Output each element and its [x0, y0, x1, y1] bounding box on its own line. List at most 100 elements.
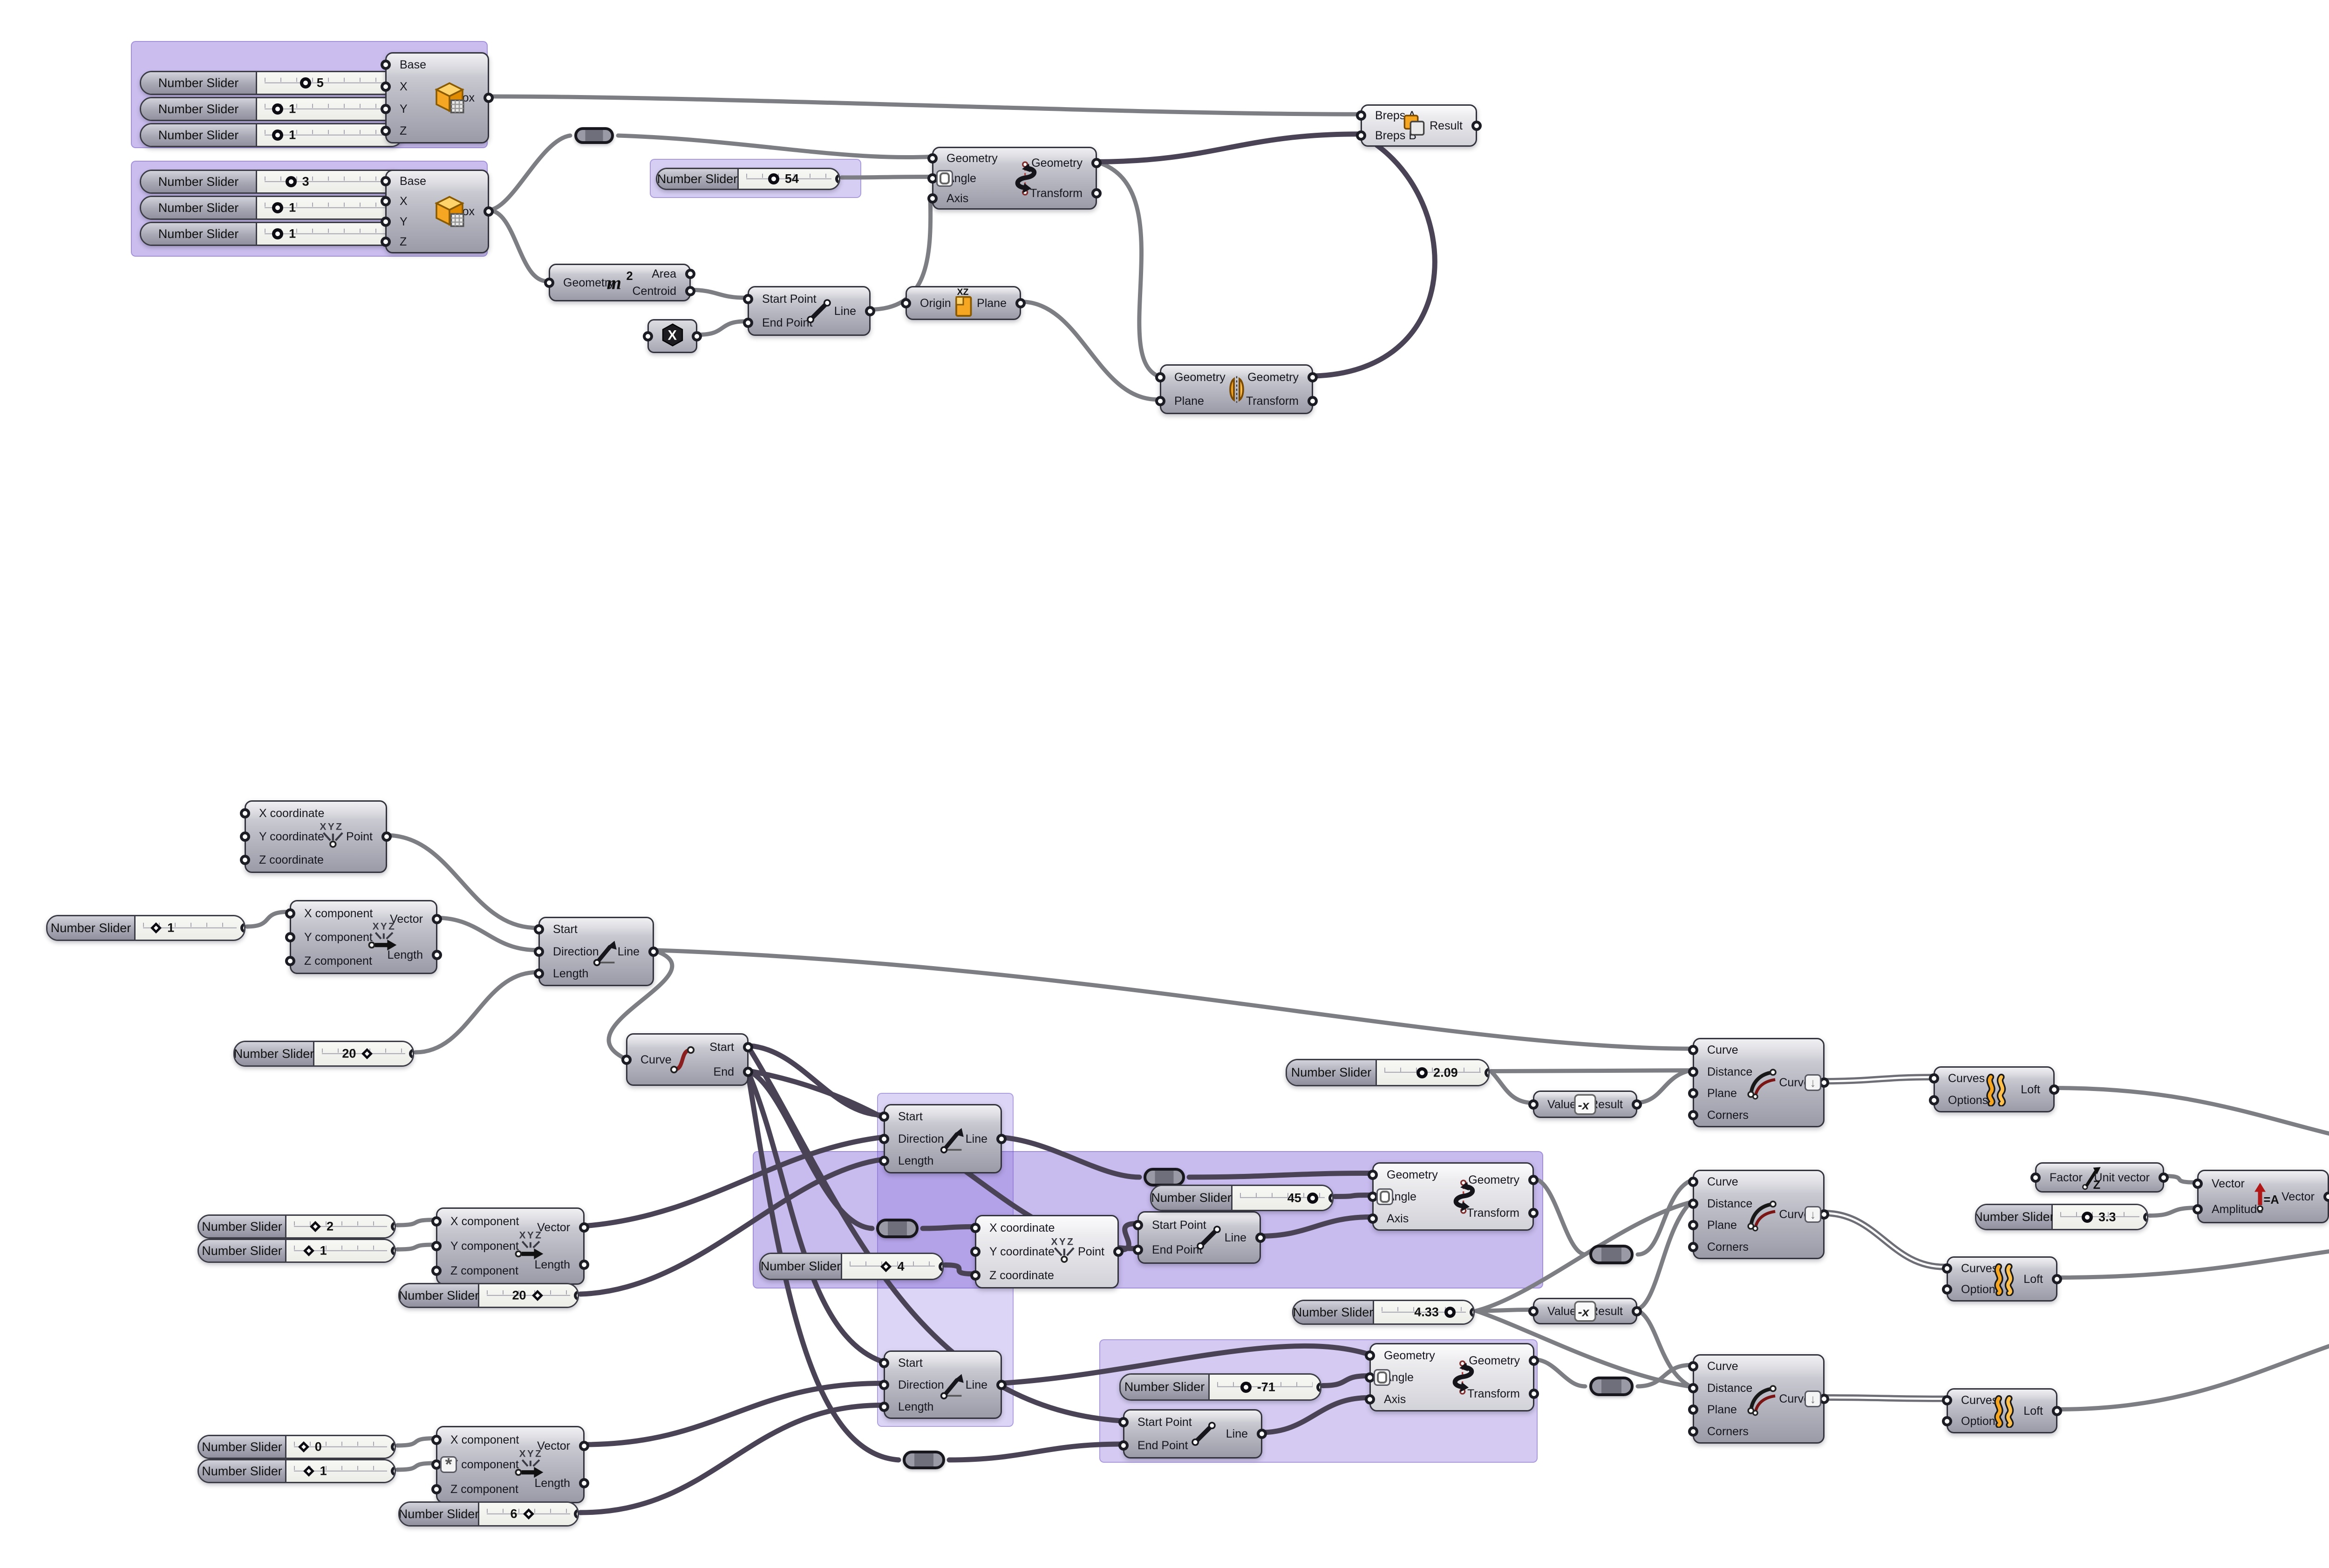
- wire-area-1-to-line-1[interactable]: [688, 287, 748, 300]
- input-port[interactable]: [643, 331, 653, 341]
- wire-unit-z-to-amplitude[interactable]: [2161, 1174, 2198, 1185]
- output-port[interactable]: [432, 914, 442, 925]
- input-port[interactable]: [2193, 1204, 2203, 1214]
- wire-slider-l1-to-vector-xyz-1[interactable]: [245, 910, 290, 929]
- wire-loft-2-to-extrude-2[interactable]: [2054, 1238, 2329, 1280]
- slider-track[interactable]: 1: [257, 223, 402, 245]
- slider-track[interactable]: 0: [286, 1436, 395, 1458]
- output-port[interactable]: [391, 1221, 395, 1232]
- output-port[interactable]: [1257, 1429, 1267, 1439]
- output-port[interactable]: [2052, 1405, 2062, 1416]
- wire-construct-point-1-to-line-sdl-1[interactable]: [384, 833, 539, 930]
- wire-line-1-to-rotate-1[interactable]: [867, 195, 933, 312]
- wire-line-sdl-3-to-rotate-3[interactable]: [998, 1343, 1370, 1386]
- slider-grip[interactable]: [1307, 1192, 1318, 1204]
- input-port[interactable]: [1942, 1263, 1952, 1274]
- input-port[interactable]: [1688, 1383, 1698, 1393]
- input-port[interactable]: [431, 1484, 442, 1495]
- input-port[interactable]: [1365, 1350, 1375, 1361]
- output-port[interactable]: [2052, 1274, 2062, 1284]
- output-port[interactable]: [1113, 1247, 1124, 1257]
- slider-grip[interactable]: [768, 173, 779, 184]
- wire-slider-0-to-vector-xyz-3[interactable]: [395, 1436, 436, 1448]
- input-port[interactable]: [381, 237, 391, 247]
- hex-param[interactable]: X: [643, 319, 702, 353]
- input-port[interactable]: [1688, 1198, 1698, 1209]
- input-port[interactable]: [544, 277, 554, 288]
- wire-line-3-to-rotate-3[interactable]: [1259, 1395, 1370, 1435]
- expression-badge[interactable]: *: [440, 1455, 457, 1474]
- wire-slider-1c-to-vector-xyz-3[interactable]: [395, 1461, 436, 1472]
- input-port[interactable]: [879, 1111, 889, 1122]
- input-port[interactable]: [285, 932, 295, 942]
- slider-track[interactable]: -71: [1210, 1375, 1320, 1399]
- slider-grip[interactable]: [2082, 1211, 2093, 1223]
- input-port[interactable]: [1942, 1284, 1952, 1295]
- slider-grip[interactable]: [272, 228, 284, 239]
- output-port[interactable]: [1528, 1207, 1539, 1218]
- wire-negative-2-to-offset-3[interactable]: [1634, 1308, 1693, 1389]
- wire-end-points-to-line-3[interactable]: [745, 1043, 1124, 1424]
- input-port[interactable]: [1118, 1440, 1129, 1451]
- wire-slider-4-to-construct-point-2[interactable]: [942, 1262, 976, 1277]
- input-port[interactable]: [1688, 1361, 1698, 1372]
- input-port[interactable]: [879, 1156, 889, 1166]
- input-port[interactable]: [1688, 1066, 1698, 1077]
- wire-end-points-to-relay-4[interactable]: [745, 1068, 901, 1463]
- input-port[interactable]: [381, 176, 391, 186]
- slider-grip[interactable]: [272, 202, 284, 213]
- input-port[interactable]: [1528, 1099, 1539, 1110]
- input-port[interactable]: [927, 153, 938, 164]
- slider-grip[interactable]: [1416, 1067, 1428, 1078]
- input-port[interactable]: [1688, 1177, 1698, 1187]
- wire-slider-6-to-line-sdl-3[interactable]: [578, 1403, 885, 1515]
- wire-slider-45-to-rotate-2[interactable]: [1332, 1193, 1373, 1199]
- slider-track[interactable]: 3.3: [2053, 1205, 2147, 1229]
- slider-track[interactable]: 54: [739, 169, 839, 189]
- wire-rotate-1-to-solid-difference[interactable]: [1093, 131, 1362, 164]
- input-port[interactable]: [970, 1270, 981, 1281]
- wire-slider-433-to-offset-2[interactable]: [1474, 1200, 1693, 1313]
- input-port[interactable]: [240, 808, 250, 818]
- input-port[interactable]: [1688, 1241, 1698, 1252]
- output-port[interactable]: [409, 1049, 413, 1059]
- input-port[interactable]: [1929, 1095, 1939, 1105]
- wire-offset-3-to-loft-3[interactable]: [1822, 1396, 1946, 1400]
- slider-track[interactable]: 2.09: [1377, 1060, 1488, 1085]
- input-port[interactable]: [743, 317, 753, 328]
- output-port[interactable]: [865, 306, 875, 316]
- wire-line-sdl-2-to-relay-3[interactable]: [998, 1135, 1142, 1180]
- relay-1[interactable]: [574, 127, 614, 144]
- output-port[interactable]: [391, 1466, 395, 1476]
- wire-end-points-to-line-sdl-3[interactable]: [745, 1068, 885, 1364]
- wire-box-2-to-relay-1[interactable]: [486, 133, 572, 212]
- output-port[interactable]: [1632, 1099, 1642, 1110]
- wire-slider-33-to-amplitude[interactable]: [2147, 1206, 2198, 1218]
- output-port[interactable]: [2143, 1212, 2147, 1222]
- output-port[interactable]: [391, 1246, 395, 1256]
- relay-3[interactable]: [1144, 1168, 1185, 1186]
- output-port[interactable]: [743, 1067, 753, 1077]
- output-port[interactable]: [574, 1509, 578, 1519]
- relay-5[interactable]: [1589, 1245, 1634, 1264]
- input-port[interactable]: [1688, 1088, 1698, 1099]
